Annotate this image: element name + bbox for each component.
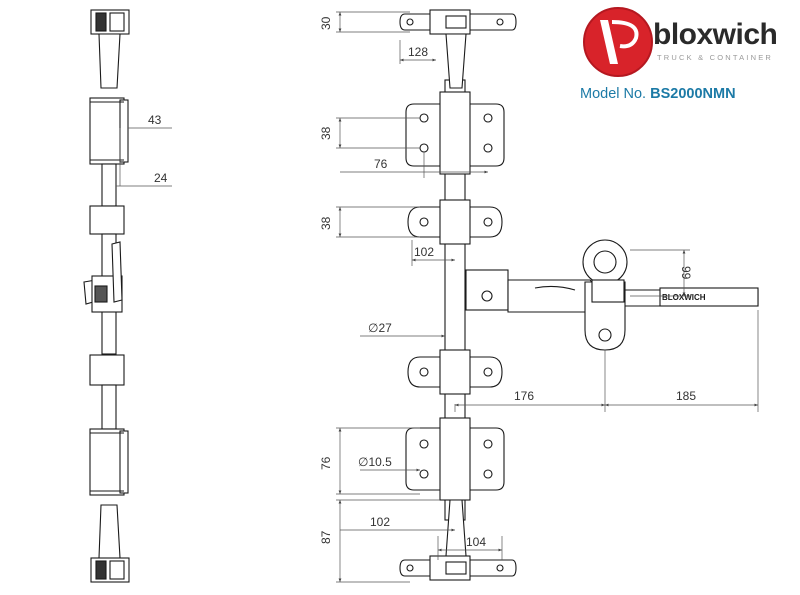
dim-diameter-27: ∅27	[368, 321, 392, 335]
dim-43: 43	[148, 113, 162, 127]
model-number: BS2000NMN	[650, 86, 736, 102]
brand-name: bloxwich	[653, 18, 778, 51]
dim-102-upper: 102	[414, 245, 434, 259]
dim-76-upper: 76	[374, 157, 388, 171]
dim-99: 99	[679, 266, 693, 280]
model-label: Model No.	[580, 86, 647, 102]
dim-24: 24	[154, 171, 168, 185]
dim-87: 87	[319, 530, 333, 544]
side-dims	[116, 127, 172, 187]
side-view	[83, 9, 130, 583]
dim-38-upper: 38	[319, 126, 333, 140]
dim-30: 30	[319, 16, 333, 30]
bloxwich-logo-icon	[583, 7, 653, 77]
brand-tagline: TRUCK & CONTAINER	[657, 53, 774, 62]
handle-brand-text: BLOXWICH	[662, 293, 706, 302]
dim-102-lower: 102	[370, 515, 390, 529]
dim-185: 185	[676, 389, 696, 403]
dim-diameter-10-5: ∅10.5	[358, 455, 392, 469]
dim-128: 128	[408, 45, 428, 59]
dim-176: 176	[514, 389, 534, 403]
dim-76-lower: 76	[319, 456, 333, 470]
dim-104: 104	[466, 535, 486, 549]
model-number-line: Model No. BS2000NMN	[580, 86, 736, 102]
dim-38-second: 38	[319, 216, 333, 230]
front-dims	[336, 11, 759, 583]
